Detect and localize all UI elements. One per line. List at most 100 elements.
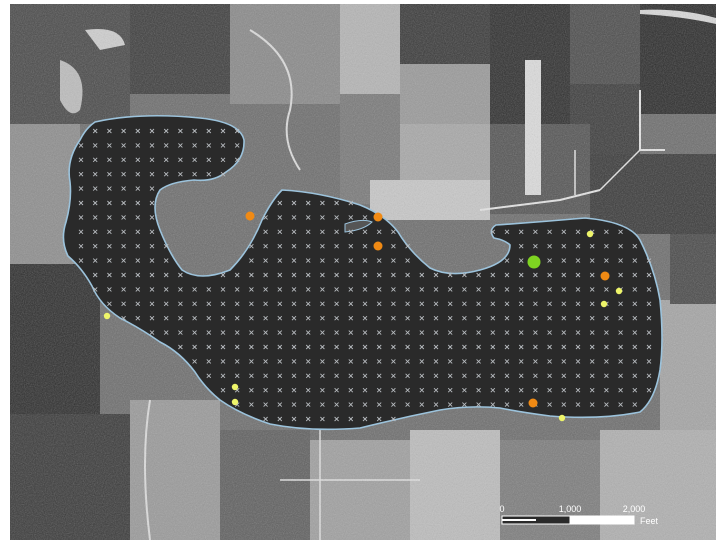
- x-icon: [518, 258, 524, 263]
- x-icon: [149, 315, 155, 321]
- orange-survey-point[interactable]: [373, 241, 383, 251]
- yellow-survey-point[interactable]: [558, 414, 566, 422]
- x-icon: [646, 387, 652, 393]
- x-icon: [533, 387, 538, 393]
- x-icon: [163, 330, 169, 335]
- x-icon: [632, 272, 638, 278]
- x-icon: [362, 301, 368, 307]
- yellow-survey-point[interactable]: [615, 287, 623, 295]
- x-icon: [135, 229, 141, 235]
- x-icon: [533, 315, 538, 321]
- x-icon: [234, 344, 240, 350]
- x-icon: [462, 359, 467, 364]
- x-icon: [433, 272, 439, 278]
- x-icon: [92, 258, 98, 263]
- x-icon: [291, 301, 297, 307]
- x-icon: [547, 243, 552, 249]
- x-icon: [362, 402, 368, 407]
- x-icon: [632, 373, 638, 379]
- x-icon: [107, 215, 112, 220]
- x-icon: [632, 387, 638, 393]
- x-icon: [277, 416, 283, 422]
- x-icon: [192, 157, 197, 163]
- x-icon: [533, 330, 538, 335]
- x-icon: [135, 258, 141, 263]
- x-icon: [348, 344, 354, 350]
- x-icon: [220, 287, 226, 292]
- orange-survey-point[interactable]: [528, 398, 538, 408]
- x-icon: [589, 344, 595, 350]
- x-icon: [504, 287, 510, 292]
- x-icon: [362, 315, 368, 321]
- x-icon: [348, 402, 354, 407]
- x-icon: [220, 330, 226, 335]
- x-icon: [192, 330, 197, 335]
- x-icon: [305, 330, 311, 335]
- green-survey-point[interactable]: [527, 255, 541, 269]
- x-icon: [490, 373, 496, 379]
- x-icon: [405, 387, 410, 393]
- x-icon: [391, 229, 396, 235]
- x-icon: [589, 272, 595, 278]
- x-icon: [163, 143, 169, 148]
- x-icon: [263, 287, 268, 292]
- orange-survey-point[interactable]: [245, 211, 255, 221]
- x-icon: [263, 301, 268, 307]
- x-icon: [462, 287, 467, 292]
- x-icon: [405, 330, 410, 335]
- x-icon: [490, 229, 496, 235]
- x-icon: [476, 315, 481, 321]
- x-icon: [433, 301, 439, 307]
- x-icon: [362, 258, 368, 263]
- x-icon: [305, 301, 311, 307]
- x-icon: [149, 215, 155, 220]
- x-icon: [504, 315, 510, 321]
- x-icon: [135, 315, 141, 321]
- aerial-map[interactable]: 0 1,000 2,000 Feet: [10, 4, 716, 540]
- x-icon: [518, 287, 524, 292]
- x-icon: [462, 373, 467, 379]
- x-icon: [362, 359, 368, 364]
- x-icon: [589, 373, 595, 379]
- x-icon: [490, 387, 496, 393]
- x-icon: [192, 171, 197, 177]
- x-icon: [178, 171, 183, 177]
- x-icon: [320, 243, 325, 249]
- x-icon: [575, 258, 581, 263]
- x-icon: [206, 373, 212, 379]
- x-icon: [604, 373, 609, 379]
- x-icon: [419, 373, 425, 379]
- orange-survey-point[interactable]: [373, 212, 383, 222]
- x-icon: [405, 373, 410, 379]
- x-icon: [462, 387, 467, 393]
- yellow-survey-point[interactable]: [600, 300, 608, 308]
- x-icon: [178, 143, 183, 148]
- x-icon: [149, 186, 155, 191]
- x-icon: [433, 387, 439, 393]
- yellow-survey-point[interactable]: [231, 383, 239, 391]
- x-icon: [376, 373, 382, 379]
- orange-survey-point[interactable]: [600, 271, 610, 281]
- x-icon: [305, 229, 311, 235]
- x-icon: [547, 315, 552, 321]
- x-icon: [447, 387, 453, 393]
- x-icon: [220, 387, 226, 393]
- x-icon: [405, 344, 410, 350]
- scale-tick-label: 0: [499, 504, 504, 514]
- x-icon: [518, 373, 524, 379]
- x-icon: [107, 171, 112, 177]
- yellow-survey-point[interactable]: [231, 398, 239, 406]
- yellow-survey-point[interactable]: [103, 312, 111, 320]
- x-icon: [178, 330, 183, 335]
- x-icon: [575, 315, 581, 321]
- x-icon: [234, 373, 240, 379]
- x-icon: [376, 315, 382, 321]
- x-icon: [163, 258, 169, 263]
- x-icon: [234, 359, 240, 364]
- x-icon: [135, 143, 141, 148]
- yellow-survey-point[interactable]: [586, 230, 594, 238]
- x-icon: [263, 359, 268, 364]
- x-icon: [121, 272, 126, 278]
- survey-site-layer: [103, 211, 623, 422]
- x-icon: [362, 416, 368, 422]
